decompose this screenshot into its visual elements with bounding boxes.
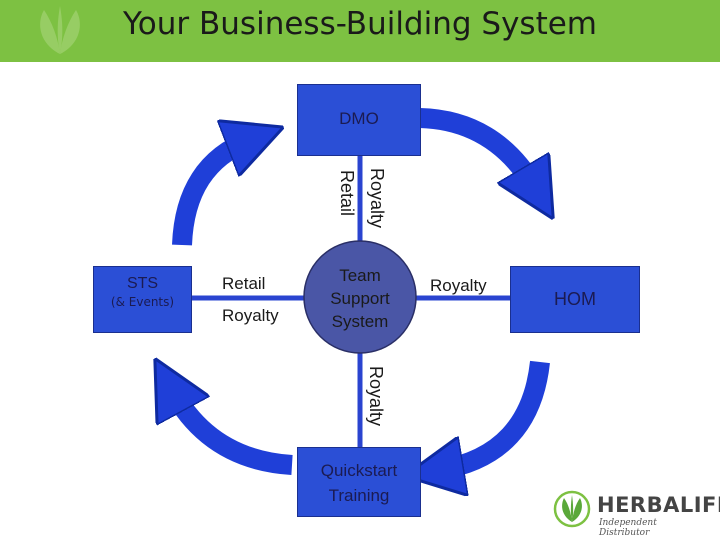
hom-box: HOM xyxy=(510,266,640,333)
sts-box: STS (& Events) xyxy=(93,266,192,333)
top-royalty-label: Royalty xyxy=(367,168,387,229)
quickstart-box: Quickstart Training xyxy=(297,447,421,517)
logo-tagline: Independent Distributor xyxy=(599,518,657,538)
bottom-royalty-label: Royalty xyxy=(366,366,386,427)
left-retail-label: Retail xyxy=(222,274,266,293)
team-support-circle xyxy=(303,240,417,354)
team-support-label: Team Support System xyxy=(305,264,415,333)
dmo-label: DMO xyxy=(339,109,379,128)
right-royalty-label: Royalty xyxy=(430,276,487,295)
leaf-watermark-icon xyxy=(40,6,80,54)
hom-label: HOM xyxy=(554,289,596,309)
quickstart-label-line2: Training xyxy=(328,486,390,505)
herbalife-leaf-icon xyxy=(553,490,591,528)
left-royalty-label: Royalty xyxy=(222,306,279,325)
clockwise-arrow-icon xyxy=(419,108,535,188)
center-line1: Team xyxy=(339,266,381,285)
top-retail-label: Retail xyxy=(337,170,357,217)
clockwise-arrow-icon xyxy=(172,140,250,246)
header-bar: Your Business-Building System xyxy=(0,0,720,62)
sts-sub-label: (& Events) xyxy=(110,295,175,309)
logo-wordmark: HERBALIFE xyxy=(597,493,720,517)
sts-label: STS xyxy=(126,275,159,292)
dmo-box: DMO xyxy=(297,84,421,156)
center-line3: System xyxy=(331,312,389,331)
herbalife-logo: HERBALIFE Independent Distributor xyxy=(552,490,720,538)
center-line2: Support xyxy=(330,289,390,308)
clockwise-arrow-icon xyxy=(172,390,293,475)
clockwise-arrow-icon xyxy=(440,360,550,470)
page-title: Your Business-Building System xyxy=(122,6,598,42)
quickstart-label-line1: Quickstart xyxy=(320,461,398,480)
